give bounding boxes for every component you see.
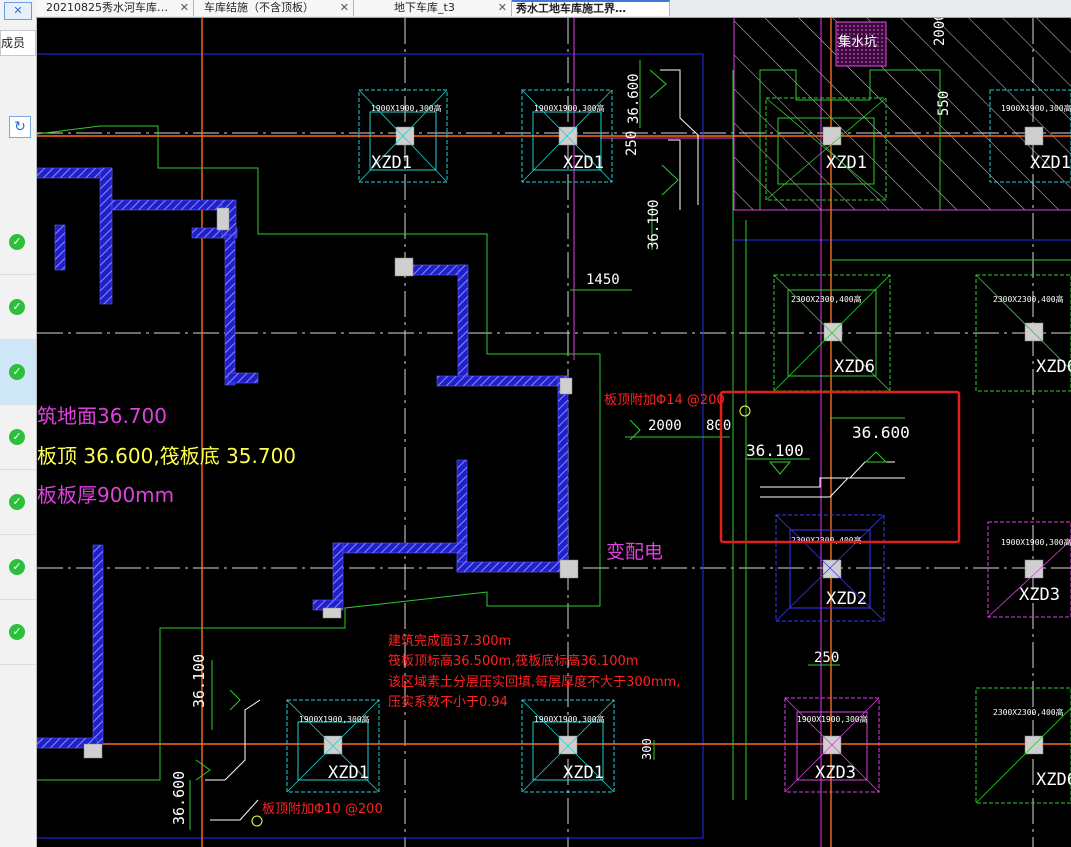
red-note: 该区域素土分层压实回填,每层厚度不大于300mm, bbox=[388, 674, 680, 690]
pit-label: 集水坑 bbox=[838, 34, 877, 50]
notes: 筑地面36.700 板顶 36.600,筏板底 35.700 板板厚900mm … bbox=[37, 393, 725, 817]
dim-label: 36.600 bbox=[626, 73, 642, 124]
foundation-diagonals bbox=[286, 89, 1071, 804]
dim-label: 250 bbox=[624, 131, 640, 156]
sidebar-row[interactable]: ✓ bbox=[0, 210, 36, 275]
sidebar-row-selected[interactable]: ✓ bbox=[0, 340, 36, 405]
sidebar-row[interactable]: ✓ bbox=[0, 470, 36, 535]
foundation-tag: XZD2 bbox=[826, 589, 867, 609]
boundary-blue bbox=[37, 53, 1071, 839]
magenta-lines bbox=[573, 18, 822, 847]
dim-label: 2000 bbox=[648, 418, 682, 434]
level-marks bbox=[195, 69, 888, 781]
tab-document-4-active[interactable]: 秀水工地车库施工界… bbox=[512, 0, 670, 16]
check-icon: ✓ bbox=[9, 234, 25, 250]
section-symbols bbox=[205, 69, 905, 821]
dim-label: 550 bbox=[936, 91, 952, 116]
sidebar-row[interactable]: ✓ bbox=[0, 405, 36, 470]
red-note: 建筑完成面37.300m bbox=[388, 633, 511, 649]
reference-point bbox=[739, 405, 751, 417]
foundation-tags: XZD1 XZD1 XZD1 XZD1 XZD6 XZD6 XZD2 XZD3 … bbox=[328, 153, 1071, 790]
dim-label: 36.100 bbox=[646, 199, 662, 250]
tab-document-1[interactable]: 20210825秀水河车库… ✕ bbox=[36, 0, 194, 16]
foundation-spec: 1900X1900,300高 bbox=[299, 714, 370, 724]
dim-label: 300 bbox=[640, 738, 654, 760]
foundation-spec: 1900X1900,300高 bbox=[797, 714, 868, 724]
tab-label: 秀水工地车库施工界… bbox=[516, 2, 626, 15]
foundation-tag: XZD1 bbox=[563, 153, 604, 173]
dim-label: 36.600 bbox=[170, 771, 188, 825]
foundation-spec: 1900X1900,300高 bbox=[534, 103, 605, 113]
red-note: 筏板顶标高36.500m,筏板底标高36.100m bbox=[388, 653, 638, 669]
foundation-spec: 1900X1900,300高 bbox=[1001, 537, 1071, 547]
rebar-bottom-note: 板顶附加Φ10 @200 bbox=[262, 802, 383, 817]
foundation-spec: 2300X2300,400高 bbox=[993, 294, 1064, 304]
foundation-spec: 1900X1900,300高 bbox=[1001, 103, 1071, 113]
dim-label: 36.100 bbox=[746, 441, 804, 460]
check-icon: ✓ bbox=[9, 559, 25, 575]
foundation-tag: XZD6 bbox=[1036, 357, 1071, 377]
dim-label: 2000 bbox=[932, 18, 948, 46]
substation-label: 变配电 bbox=[606, 541, 663, 563]
grid-lines-orange bbox=[37, 18, 1071, 847]
document-tab-bar: 20210825秀水河车库… ✕ 车库结施（不含顶板） ✕ 地下车库_t3 ✕ 秀水工… bbox=[36, 0, 1071, 18]
dimension-labels: 2000 550 36.600 250 36.100 1450 2000 800… bbox=[170, 18, 952, 825]
dim-label: 250 bbox=[814, 650, 839, 666]
slab-level-note: 板顶 36.600,筏板底 35.700 bbox=[37, 444, 296, 468]
sump-pit bbox=[835, 21, 887, 67]
sidebar-row[interactable]: ✓ bbox=[0, 535, 36, 600]
foundation-tag: XZD6 bbox=[834, 357, 875, 377]
dim-label: 800 bbox=[706, 418, 731, 434]
foundation-spec: 1900X1900,300高 bbox=[371, 103, 442, 113]
dimension-lines bbox=[189, 60, 905, 830]
tab-document-2[interactable]: 车库结施（不含顶板） ✕ bbox=[194, 0, 354, 16]
green-outlines bbox=[37, 69, 1071, 800]
tab-document-3[interactable]: 地下车库_t3 ✕ bbox=[354, 0, 512, 16]
floor-level-note: 筑地面36.700 bbox=[37, 404, 167, 428]
foundation-tag: XZD1 bbox=[328, 763, 369, 783]
check-icon: ✓ bbox=[9, 299, 25, 315]
dim-label: 1450 bbox=[586, 272, 620, 288]
check-icon: ✓ bbox=[9, 429, 25, 445]
close-icon[interactable]: ✕ bbox=[179, 1, 189, 14]
red-note: 压实系数不小于0.94 bbox=[388, 695, 508, 710]
dim-label: 36.600 bbox=[852, 423, 910, 442]
foundation-tag: XZD1 bbox=[563, 763, 604, 783]
walls bbox=[37, 167, 569, 749]
foundation-spec: 1900X1900,300高 bbox=[534, 714, 605, 724]
foundation-pads bbox=[286, 89, 1071, 804]
foundation-specs: 1900X1900,300高 1900X1900,300高 1900X1900,… bbox=[299, 103, 1071, 724]
reference-point bbox=[251, 815, 263, 827]
cad-drawing-canvas[interactable]: 集水坑 2000 550 36.600 250 36.100 1 bbox=[37, 18, 1071, 847]
tab-label: 20210825秀水河车库… bbox=[46, 1, 168, 14]
check-icon: ✓ bbox=[9, 624, 25, 640]
foundation-tag: XZD3 bbox=[1019, 585, 1060, 605]
foundation-tag: XZD3 bbox=[815, 763, 856, 783]
foundation-tag: XZD1 bbox=[1030, 153, 1071, 173]
highlight-box bbox=[719, 390, 961, 544]
region-boundary bbox=[733, 18, 1071, 211]
foundation-spec: 2300X2300,400高 bbox=[791, 294, 862, 304]
left-panel: ✕ 成员 ↻ ✓ ✓ ✓ ✓ ✓ ✓ ✓ bbox=[0, 0, 37, 847]
refresh-icon[interactable]: ↻ bbox=[9, 116, 31, 138]
close-icon[interactable]: ✕ bbox=[497, 1, 507, 14]
hatched-region bbox=[734, 18, 1071, 210]
tab-label: 车库结施（不含顶板） bbox=[204, 1, 314, 14]
close-icon[interactable]: ✕ bbox=[339, 1, 349, 14]
rebar-top-note: 板顶附加Φ14 @200 bbox=[604, 393, 725, 408]
sidebar-row[interactable]: ✓ bbox=[0, 600, 36, 665]
foundation-spec: 2300X2300,400高 bbox=[791, 535, 862, 545]
foundation-spec: 2300X2300,400高 bbox=[993, 707, 1064, 717]
foundation-tag: XZD1 bbox=[826, 153, 867, 173]
sidebar-row[interactable]: ✓ bbox=[0, 275, 36, 340]
foundation-tag: XZD6 bbox=[1036, 770, 1071, 790]
dim-label: 36.100 bbox=[190, 654, 208, 708]
foundation-tag: XZD1 bbox=[371, 153, 412, 173]
check-icon: ✓ bbox=[9, 494, 25, 510]
member-button[interactable]: 成员 bbox=[0, 30, 36, 56]
slab-thickness-note: 板板厚900mm bbox=[37, 483, 174, 507]
tab-label: 地下车库_t3 bbox=[394, 1, 455, 14]
sidebar-top-icon[interactable]: ✕ bbox=[4, 2, 32, 20]
check-icon: ✓ bbox=[9, 364, 25, 380]
